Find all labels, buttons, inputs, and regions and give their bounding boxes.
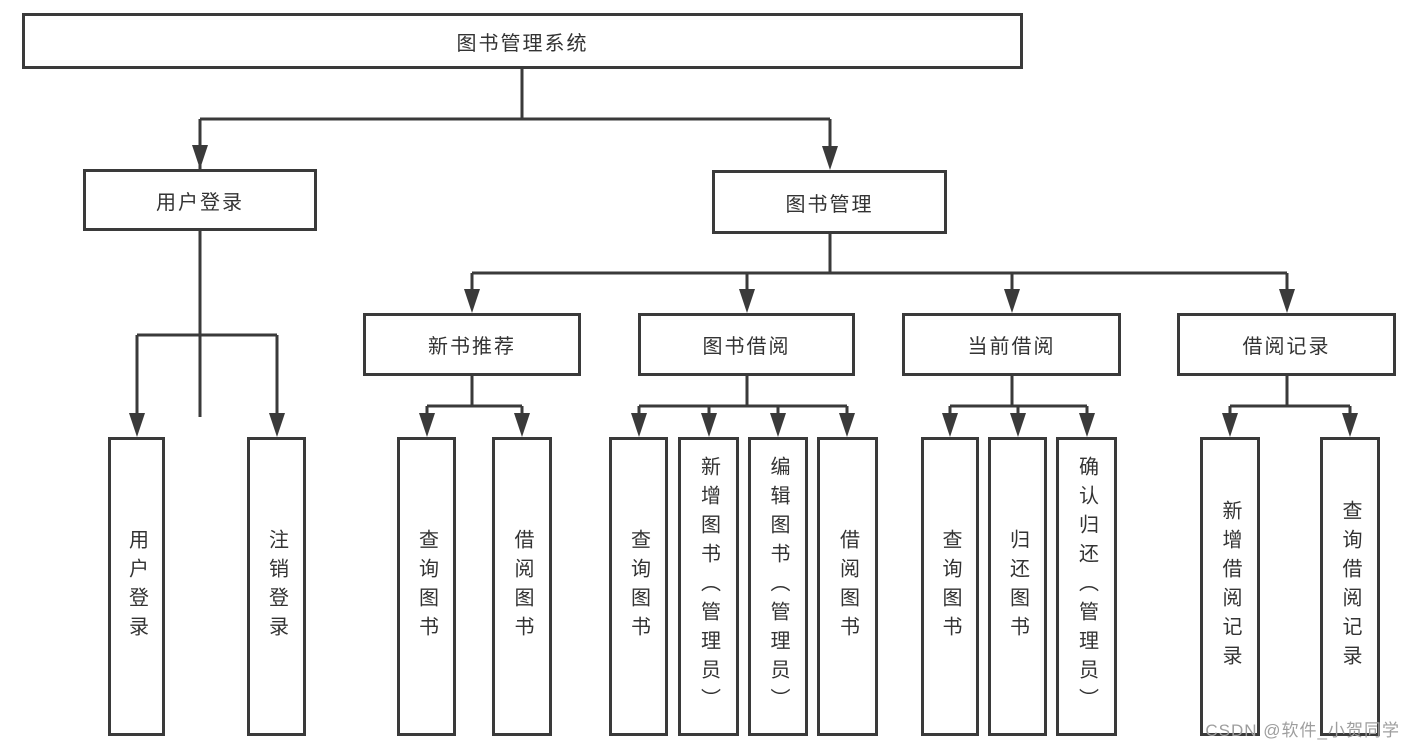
connector-userlogin-to-leaves: [129, 231, 285, 437]
node-user-login: 用户登录: [83, 169, 317, 231]
leaf-edit-book-admin: 编辑图书（管理员）: [748, 437, 808, 736]
leaf-query-book-current: 查询图书: [921, 437, 979, 736]
leaf-confirm-return-admin: 确认归还（管理员）: [1056, 437, 1117, 736]
leaf-query-book-borrow: 查询图书: [609, 437, 668, 736]
node-book-management: 图书管理: [712, 170, 947, 234]
leaf-query-borrow-record: 查询借阅记录: [1320, 437, 1380, 736]
node-current-borrow-label: 当前借阅: [967, 336, 1056, 358]
node-book-borrow: 图书借阅: [638, 313, 855, 376]
leaf-borrow-book-recommend: 借阅图书: [492, 437, 552, 736]
leaf-add-book-admin: 新增图书（管理员）: [678, 437, 739, 736]
connector-bookmgmt-to-level3: [464, 234, 1295, 313]
connector-record-to-leaves: [1222, 376, 1358, 437]
connector-borrow-to-leaves: [631, 376, 855, 437]
leaf-user-login: 用户登录: [108, 437, 165, 736]
leaf-add-borrow-record: 新增借阅记录: [1200, 437, 1260, 736]
node-book-borrow-label: 图书借阅: [702, 336, 791, 358]
node-library-system: 图书管理系统: [22, 13, 1023, 69]
node-library-system-label: 图书管理系统: [456, 32, 589, 55]
leaf-logout: 注销登录: [247, 437, 306, 736]
node-borrow-record: 借阅记录: [1177, 313, 1396, 376]
csdn-watermark: CSDN @软件_小贺同学: [1205, 721, 1400, 740]
node-new-book-recommend: 新书推荐: [363, 313, 581, 376]
connector-newbook-to-leaves: [419, 376, 530, 437]
node-new-book-recommend-label: 新书推荐: [428, 336, 516, 358]
node-book-management-label: 图书管理: [785, 193, 874, 216]
leaf-query-book-recommend: 查询图书: [397, 437, 456, 736]
leaf-borrow-book: 借阅图书: [817, 437, 878, 736]
leaf-return-book: 归还图书: [988, 437, 1047, 736]
node-borrow-record-label: 借阅记录: [1242, 336, 1331, 358]
node-user-login-label: 用户登录: [156, 191, 244, 214]
node-current-borrow: 当前借阅: [902, 313, 1121, 376]
connector-current-to-leaves: [942, 376, 1095, 437]
